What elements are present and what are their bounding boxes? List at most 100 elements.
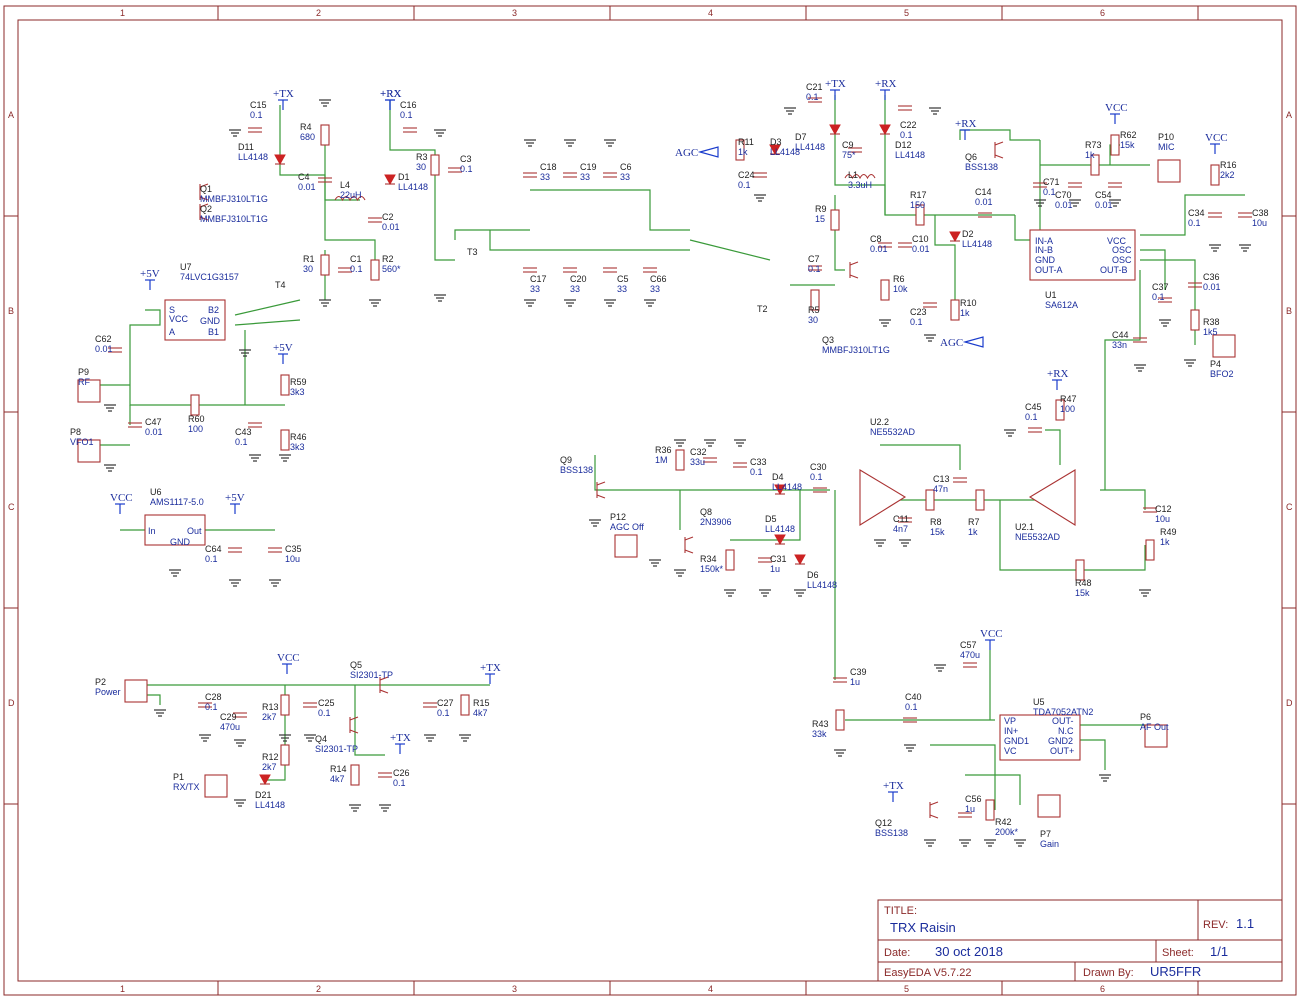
connector-P2[interactable] <box>124 679 148 703</box>
component-c39[interactable] <box>833 677 847 683</box>
component-c27[interactable] <box>423 702 437 708</box>
component-c8[interactable] <box>878 242 892 248</box>
opamp-U2-1[interactable] <box>1028 469 1076 526</box>
component-c56[interactable] <box>958 812 972 818</box>
ic-U6[interactable] <box>144 514 206 546</box>
component-c54[interactable] <box>1108 182 1122 188</box>
component-r34[interactable] <box>725 549 735 571</box>
component-r2[interactable] <box>370 259 380 281</box>
component-c11[interactable] <box>898 517 912 523</box>
connector-P12[interactable] <box>614 534 638 558</box>
component-c7[interactable] <box>808 265 822 271</box>
component-r59[interactable] <box>280 374 290 396</box>
component-d5[interactable] <box>774 534 786 546</box>
component-l4[interactable] <box>334 195 366 202</box>
component-r17[interactable] <box>915 204 925 226</box>
component-r49[interactable] <box>1145 539 1155 561</box>
component-c35[interactable] <box>268 547 282 553</box>
connector-P4[interactable] <box>1212 334 1236 358</box>
component-c70[interactable] <box>1068 182 1082 188</box>
component-r47[interactable] <box>1055 399 1065 421</box>
component-c29[interactable] <box>233 712 247 718</box>
component-r11[interactable] <box>735 139 745 161</box>
opamp-U2-2[interactable] <box>859 469 907 526</box>
component-r8[interactable] <box>925 489 935 511</box>
component-c31[interactable] <box>758 557 772 563</box>
component-c57[interactable] <box>963 662 977 668</box>
component-r3[interactable] <box>430 154 440 176</box>
component-c44[interactable] <box>1133 337 1147 343</box>
component-c26[interactable] <box>378 772 392 778</box>
component-c21[interactable] <box>808 97 822 103</box>
component-d12[interactable] <box>879 124 891 136</box>
component-c30[interactable] <box>813 487 827 493</box>
connector-P7[interactable] <box>1037 794 1061 818</box>
component-c14[interactable] <box>978 212 992 218</box>
component-r4[interactable] <box>320 124 330 146</box>
connector-P9[interactable] <box>77 379 101 403</box>
component-c38[interactable] <box>1238 212 1252 218</box>
component-q1[interactable] <box>199 183 209 201</box>
component-c34[interactable] <box>1208 212 1222 218</box>
component-c71[interactable] <box>1033 182 1047 188</box>
component-r14[interactable] <box>350 764 360 786</box>
component-r9[interactable] <box>830 209 840 231</box>
component-q3[interactable] <box>849 261 859 279</box>
component-c15[interactable] <box>248 127 262 133</box>
component-q8[interactable] <box>684 536 694 554</box>
component-c18[interactable] <box>523 172 537 178</box>
component-r43[interactable] <box>835 709 845 731</box>
component-q5[interactable] <box>379 676 389 694</box>
component-q2[interactable] <box>199 203 209 221</box>
component-c32[interactable] <box>703 457 717 463</box>
component-r48[interactable] <box>1075 559 1085 581</box>
component-c2[interactable] <box>368 217 382 223</box>
component-r60[interactable] <box>190 394 200 416</box>
component-l1[interactable] <box>844 173 876 180</box>
component-r1[interactable] <box>320 254 330 276</box>
component-c6[interactable] <box>603 172 617 178</box>
component-q6[interactable] <box>994 141 1004 159</box>
component-q4[interactable] <box>349 716 359 734</box>
ic-U7[interactable] <box>164 299 226 341</box>
component-c37[interactable] <box>1158 297 1172 303</box>
component-c12[interactable] <box>1143 507 1157 513</box>
component-r42[interactable] <box>985 799 995 821</box>
component-c20[interactable] <box>563 267 577 273</box>
component-q12[interactable] <box>929 801 939 819</box>
component-c10[interactable] <box>898 242 912 248</box>
component-c9[interactable] <box>848 147 862 153</box>
component-c45[interactable] <box>1028 427 1042 433</box>
component-r15[interactable] <box>460 694 470 716</box>
component-q9[interactable] <box>596 481 606 499</box>
component-d1[interactable] <box>384 174 396 186</box>
component-r7[interactable] <box>975 489 985 511</box>
component-c16[interactable] <box>403 127 417 133</box>
component-c13[interactable] <box>953 477 967 483</box>
component-c1[interactable] <box>338 267 352 273</box>
component-c4[interactable] <box>318 177 332 183</box>
component-c3[interactable] <box>448 167 462 173</box>
component-d7[interactable] <box>829 124 841 136</box>
component-d6[interactable] <box>794 554 806 566</box>
component-c62[interactable] <box>108 347 122 353</box>
connector-P1[interactable] <box>204 774 228 798</box>
component-r38[interactable] <box>1190 309 1200 331</box>
component-c66[interactable] <box>643 267 657 273</box>
component-c19[interactable] <box>563 172 577 178</box>
component-r10[interactable] <box>950 299 960 321</box>
component-c47[interactable] <box>128 422 142 428</box>
component-r12[interactable] <box>280 744 290 766</box>
component-r6[interactable] <box>880 279 890 301</box>
component-r13[interactable] <box>280 694 290 716</box>
component-c28[interactable] <box>198 702 212 708</box>
component-c40[interactable] <box>903 717 917 723</box>
component-c33[interactable] <box>733 462 747 468</box>
connector-P10[interactable] <box>1157 159 1181 183</box>
component-r73[interactable] <box>1090 154 1100 176</box>
component-c43[interactable] <box>248 422 262 428</box>
component-c36[interactable] <box>1188 282 1202 288</box>
component-r36[interactable] <box>675 449 685 471</box>
component-c17[interactable] <box>523 267 537 273</box>
connector-P6[interactable] <box>1144 724 1168 748</box>
